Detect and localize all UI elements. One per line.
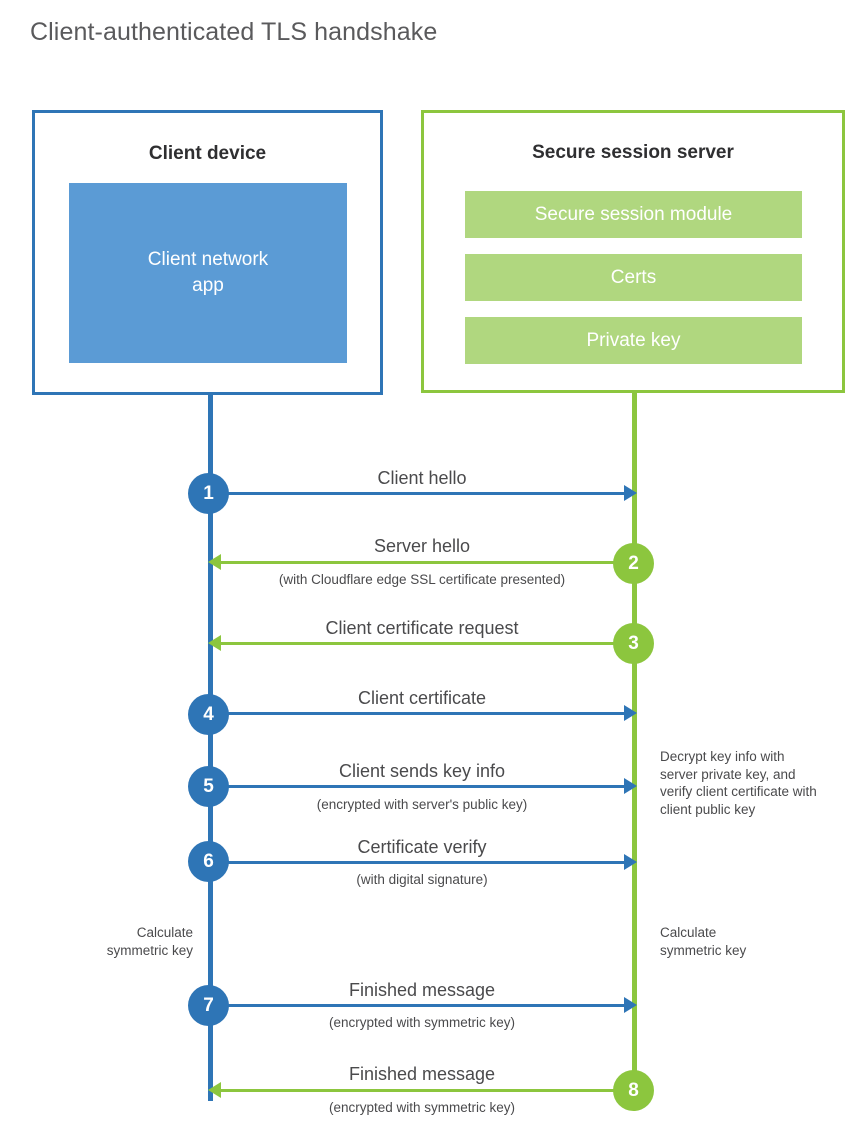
page-title: Client-authenticated TLS handshake: [30, 18, 438, 46]
client-device-title: Client device: [148, 143, 267, 164]
step-2-label: Server hello: [373, 536, 471, 556]
step-5-sublabel: (encrypted with server's public key): [316, 797, 528, 812]
secure-session-server-title: Secure session server: [532, 142, 734, 163]
client-device-box: Client device Client network app: [32, 110, 383, 395]
server-lifeline: [632, 391, 637, 1101]
step-5-label: Client sends key info: [338, 761, 506, 781]
server-item-secure-session-module: Secure session module: [465, 191, 802, 238]
server-calculate-note-line1: Calculate: [660, 925, 717, 940]
step-2-sublabel: (with Cloudflare edge SSL certificate pr…: [278, 572, 566, 587]
step-3-arrow-line: [216, 642, 634, 645]
step-7-arrow-head: [624, 997, 637, 1013]
step-5-arrow-head: [624, 778, 637, 794]
step-5-arrow-line: [210, 785, 628, 788]
step-8-arrow-line: [216, 1089, 634, 1092]
client-app-label-line2: app: [192, 275, 224, 296]
client-calculate-note-line1: Calculate: [136, 925, 193, 940]
step-7-number-badge[interactable]: 7: [188, 985, 229, 1026]
step-2-arrow-head: [208, 554, 221, 570]
step-8-label: Finished message: [348, 1064, 496, 1084]
step-4-arrow-head: [624, 705, 637, 721]
step-4-label: Client certificate: [357, 688, 487, 708]
step-2-arrow-line: [216, 561, 634, 564]
client-lifeline: [208, 393, 213, 1101]
step-1-label: Client hello: [377, 468, 467, 488]
step-2-number-badge[interactable]: 2: [613, 543, 654, 584]
step-6-arrow-line: [210, 861, 628, 864]
step-1-number-badge[interactable]: 1: [188, 473, 229, 514]
client-calculate-symmetric-key-note: Calculate symmetric key: [13, 924, 193, 959]
step-3-number-badge[interactable]: 3: [613, 623, 654, 664]
server-calculate-symmetric-key-note: Calculate symmetric key: [660, 924, 840, 959]
step-6-number-badge[interactable]: 6: [188, 841, 229, 882]
step-7-arrow-line: [210, 1004, 628, 1007]
step-4-number-badge[interactable]: 4: [188, 694, 229, 735]
client-calculate-note-line2: symmetric key: [106, 942, 193, 958]
step-3-label: Client certificate request: [325, 618, 519, 638]
server-item-private-key: Private key: [465, 317, 802, 364]
step-5-number-badge[interactable]: 5: [188, 766, 229, 807]
step-3-arrow-head: [208, 635, 221, 651]
step-1-arrow-line: [210, 492, 628, 495]
step-8-arrow-head: [208, 1082, 221, 1098]
step-6-label: Certificate verify: [357, 837, 487, 857]
step-4-arrow-line: [210, 712, 628, 715]
step-6-sublabel: (with digital signature): [356, 872, 488, 887]
server-decrypt-note: Decrypt key info with server private key…: [660, 749, 817, 817]
secure-session-server-box: Secure session server Secure session mod…: [421, 110, 845, 393]
step-1-arrow-head: [624, 485, 637, 501]
server-item-certs: Certs: [465, 254, 802, 301]
step-8-sublabel: (encrypted with symmetric key): [328, 1100, 516, 1115]
step-6-arrow-head: [624, 854, 637, 870]
client-network-app-box: Client network app: [69, 183, 347, 363]
step-7-sublabel: (encrypted with symmetric key): [328, 1015, 516, 1030]
client-app-label-line1: Client network: [147, 249, 269, 270]
step-8-number-badge[interactable]: 8: [613, 1070, 654, 1111]
client-network-app-label: Client network app: [148, 247, 268, 299]
server-calculate-note-line2: symmetric key: [660, 942, 747, 958]
step-7-label: Finished message: [348, 980, 496, 1000]
